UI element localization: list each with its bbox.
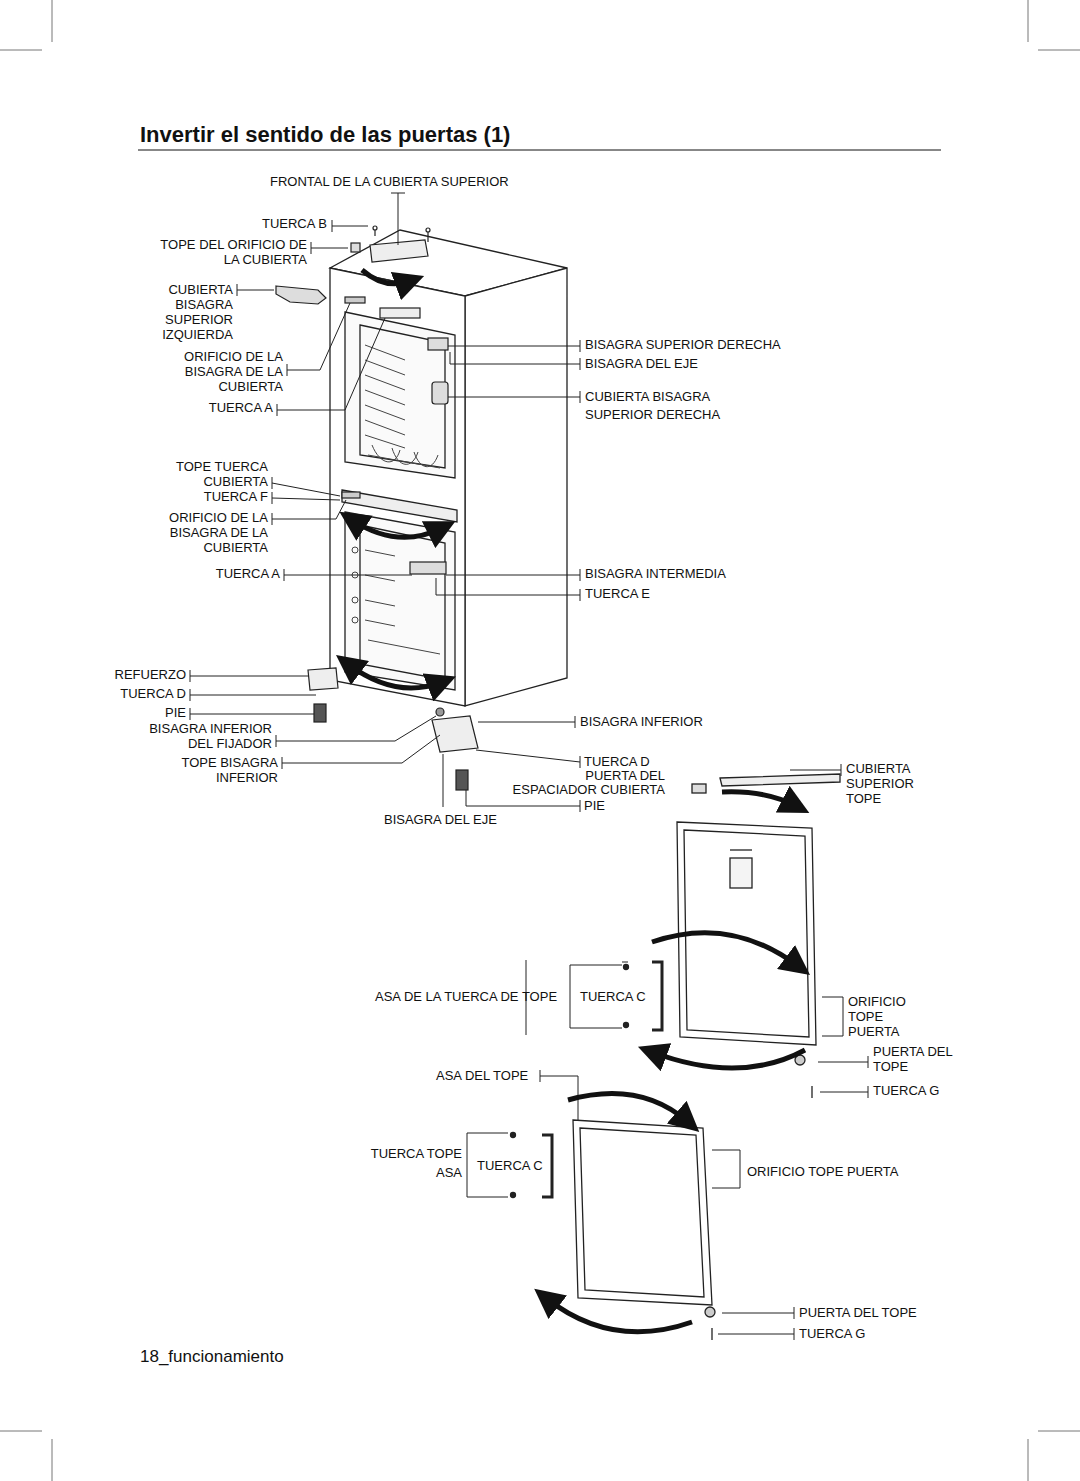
part-label: TUERCA B: [262, 216, 327, 231]
part-label: TUERCA A: [209, 400, 273, 415]
part-label: PIE: [584, 798, 605, 813]
part-label: ASA DEL TOPE: [436, 1068, 528, 1083]
part-label: ORIFICIO DE LA BISAGRA DE LA CUBIERTA: [156, 510, 268, 555]
part-label: BISAGRA DEL EJE: [585, 356, 698, 371]
part-label: PUERTA DEL TOPE: [799, 1305, 917, 1320]
part-label: TUERCA E: [585, 586, 650, 601]
part-label: CUBIERTA SUPERIOR TOPE: [846, 761, 926, 806]
part-label: BISAGRA INFERIOR DEL FIJADOR: [136, 721, 272, 751]
part-label: TUERCA D: [584, 754, 650, 769]
part-label: TUERCA C: [580, 989, 646, 1004]
doors: [511, 774, 841, 1340]
part-label: TUERCA TOPE ASA: [360, 1144, 462, 1182]
part-label: BISAGRA SUPERIOR DERECHA: [585, 337, 781, 352]
part-label: TUERCA C: [477, 1158, 543, 1173]
part-label: TUERCA F: [204, 489, 268, 504]
fridge-shelves: [352, 345, 440, 654]
top-parts: [276, 226, 478, 790]
part-label: CUBIERTA BISAGRA SUPERIOR DERECHA: [585, 388, 737, 424]
part-label: TUERCA G: [799, 1326, 865, 1341]
fridge-body: [330, 230, 567, 706]
part-label: TUERCA G: [873, 1083, 939, 1098]
part-label: ORIFICIO TOPE PUERTA: [848, 994, 918, 1039]
part-label: TUERCA A: [216, 566, 280, 581]
part-label: TOPE BISAGRA INFERIOR: [170, 755, 278, 785]
part-label: PUERTA DEL TOPE: [873, 1044, 969, 1074]
part-label: PUERTA DEL ESPACIADOR CUBIERTA: [499, 769, 665, 797]
part-label: REFUERZO: [115, 667, 187, 682]
part-label: PIE: [165, 705, 186, 720]
part-label: ASA DE LA TUERCA DE TOPE: [375, 989, 557, 1004]
part-label: FRONTAL DE LA CUBIERTA SUPERIOR: [270, 174, 509, 189]
part-label: CUBIERTA BISAGRA SUPERIOR IZQUIERDA: [155, 282, 233, 342]
part-label: ORIFICIO TOPE PUERTA: [747, 1164, 898, 1179]
part-label: ORIFICIO DE LA BISAGRA DE LA CUBIERTA: [171, 349, 283, 394]
page-title: Invertir el sentido de las puertas (1): [140, 122, 510, 148]
part-label: BISAGRA INTERMEDIA: [585, 566, 726, 581]
motion-arrows: [348, 270, 805, 1332]
page-footer: 18_funcionamiento: [140, 1347, 284, 1367]
part-label: TUERCA D: [120, 686, 186, 701]
part-label: TOPE DEL ORIFICIO DE LA CUBIERTA: [145, 237, 307, 267]
part-label: BISAGRA DEL EJE: [384, 812, 497, 827]
title-rule: [138, 150, 941, 151]
part-label: TOPE TUERCA CUBIERTA: [166, 459, 268, 489]
part-label: BISAGRA INFERIOR: [580, 714, 703, 729]
